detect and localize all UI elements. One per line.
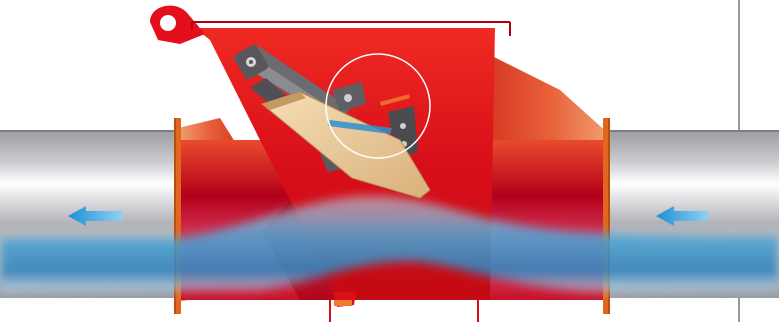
drain-nozzle [333, 292, 356, 307]
lifting-lug [150, 6, 205, 44]
